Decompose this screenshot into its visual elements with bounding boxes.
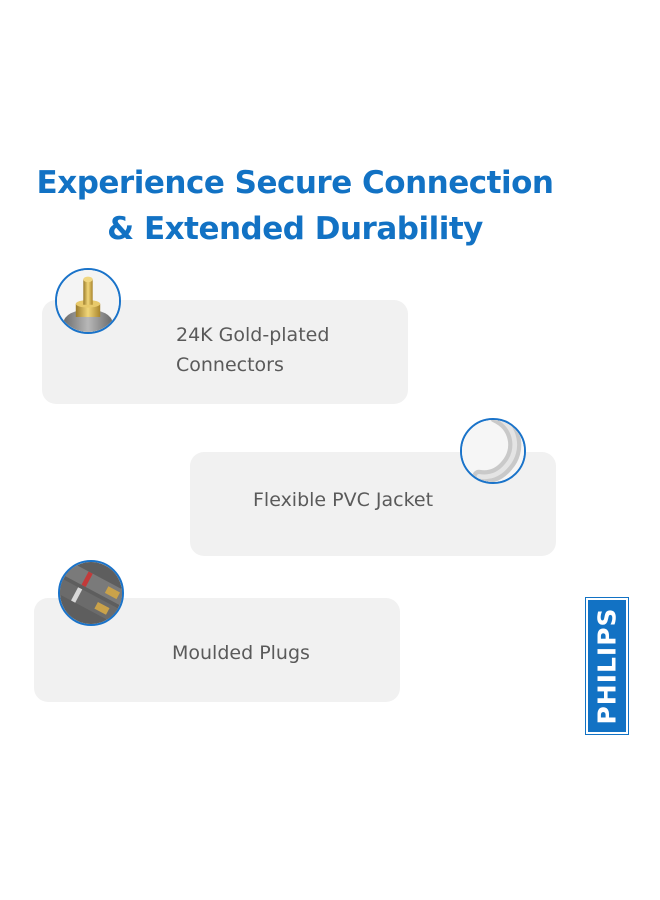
feature-label: Moulded Plugs [172,642,310,664]
feature-label: Flexible PVC Jacket [253,489,434,511]
gold-connector-icon [55,268,121,334]
feature-card-gold-connectors: 24K Gold-plated Connectors [42,300,408,404]
headline-line-1: Experience Secure Connection [36,165,554,201]
philips-logo: PHILIPS [585,597,629,735]
headline-line-2: & Extended Durability [107,211,483,247]
philips-logo-text: PHILIPS [592,607,622,725]
feature-label-line-1: 24K Gold-plated [176,324,330,346]
pvc-cable-icon [460,418,526,484]
feature-label: 24K Gold-plated Connectors [176,320,329,380]
headline: Experience Secure Connection & Extended … [0,160,590,252]
feature-label-line-2: Connectors [176,354,284,376]
moulded-plugs-icon [58,560,124,626]
feature-card-moulded-plugs: Moulded Plugs [34,598,400,702]
